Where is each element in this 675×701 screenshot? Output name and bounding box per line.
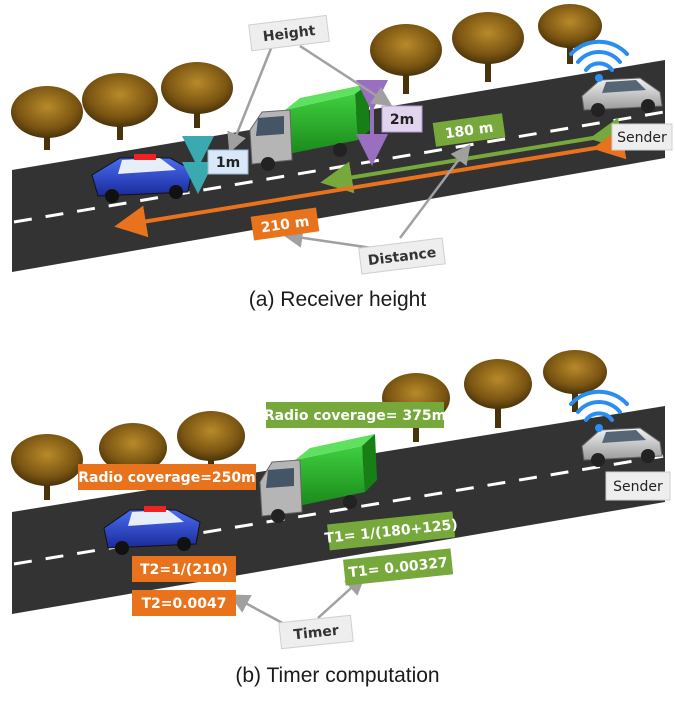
t2-value-text: T2=0.0047: [141, 596, 226, 612]
height-label-text: Height: [262, 23, 317, 45]
sender-label-a: Sender: [611, 123, 673, 151]
distance-210m-text: 210 m: [260, 214, 310, 237]
timer-pointer: [229, 594, 289, 628]
distance-pointer: [282, 227, 373, 250]
sender-label-b: Sender: [605, 471, 671, 501]
distance-180m-text: 180 m: [444, 120, 494, 143]
timer-pointer: [317, 574, 366, 619]
tree-icon: [370, 24, 442, 94]
tree-icon: [161, 62, 233, 128]
t2-formula-label: T2=1/(210): [132, 556, 236, 582]
height-1m-text: 1m: [216, 155, 240, 171]
tree-icon: [11, 86, 83, 150]
t2-value-label: T2=0.0047: [132, 590, 236, 616]
sender-text-a: Sender: [617, 130, 667, 146]
radio-coverage-375-label: Radio coverage= 375m: [264, 402, 446, 428]
police-car-icon: [103, 506, 201, 555]
tree-icon: [177, 411, 245, 476]
panel-a: Height 1m 2m 180 m 210 m Distance Sender: [11, 4, 673, 275]
distance-arrow-210m: [114, 127, 627, 238]
wifi-icon: [569, 39, 629, 82]
tree-icon: [538, 4, 602, 64]
sender-car-icon: [581, 77, 663, 117]
tree-icon: [464, 359, 532, 428]
height-2m-label: 2m: [381, 105, 423, 133]
distance-label: Distance: [358, 237, 446, 275]
distance-pointer: [399, 144, 471, 239]
sender-text-b: Sender: [613, 479, 663, 495]
radio-coverage-250-label: Radio coverage=250m: [78, 464, 256, 490]
t2-formula-text: T2=1/(210): [140, 562, 228, 578]
height-pointer: [299, 44, 393, 107]
height-1m-label: 1m: [207, 149, 249, 175]
height-2m-text: 2m: [390, 112, 414, 128]
tree-icon: [452, 12, 524, 82]
radio-coverage-375-text: Radio coverage= 375m: [264, 408, 446, 424]
tree-icon: [82, 73, 158, 140]
sender-car-icon: [581, 427, 663, 467]
radio-coverage-250-text: Radio coverage=250m: [78, 470, 256, 486]
distance-210m-label: 210 m: [250, 207, 320, 241]
caption-b: (b) Timer computation: [235, 664, 440, 687]
timer-label: Timer: [278, 614, 354, 650]
timer-label-text: Timer: [293, 623, 340, 644]
caption-a: (a) Receiver height: [248, 288, 427, 311]
truck-icon: [259, 434, 377, 523]
height-label: Height: [248, 14, 330, 52]
wifi-icon: [569, 389, 629, 432]
distance-180m-label: 180 m: [432, 113, 506, 147]
tree-icon: [11, 434, 83, 500]
panel-b: Radio coverage= 375m Radio coverage=250m…: [11, 350, 671, 650]
